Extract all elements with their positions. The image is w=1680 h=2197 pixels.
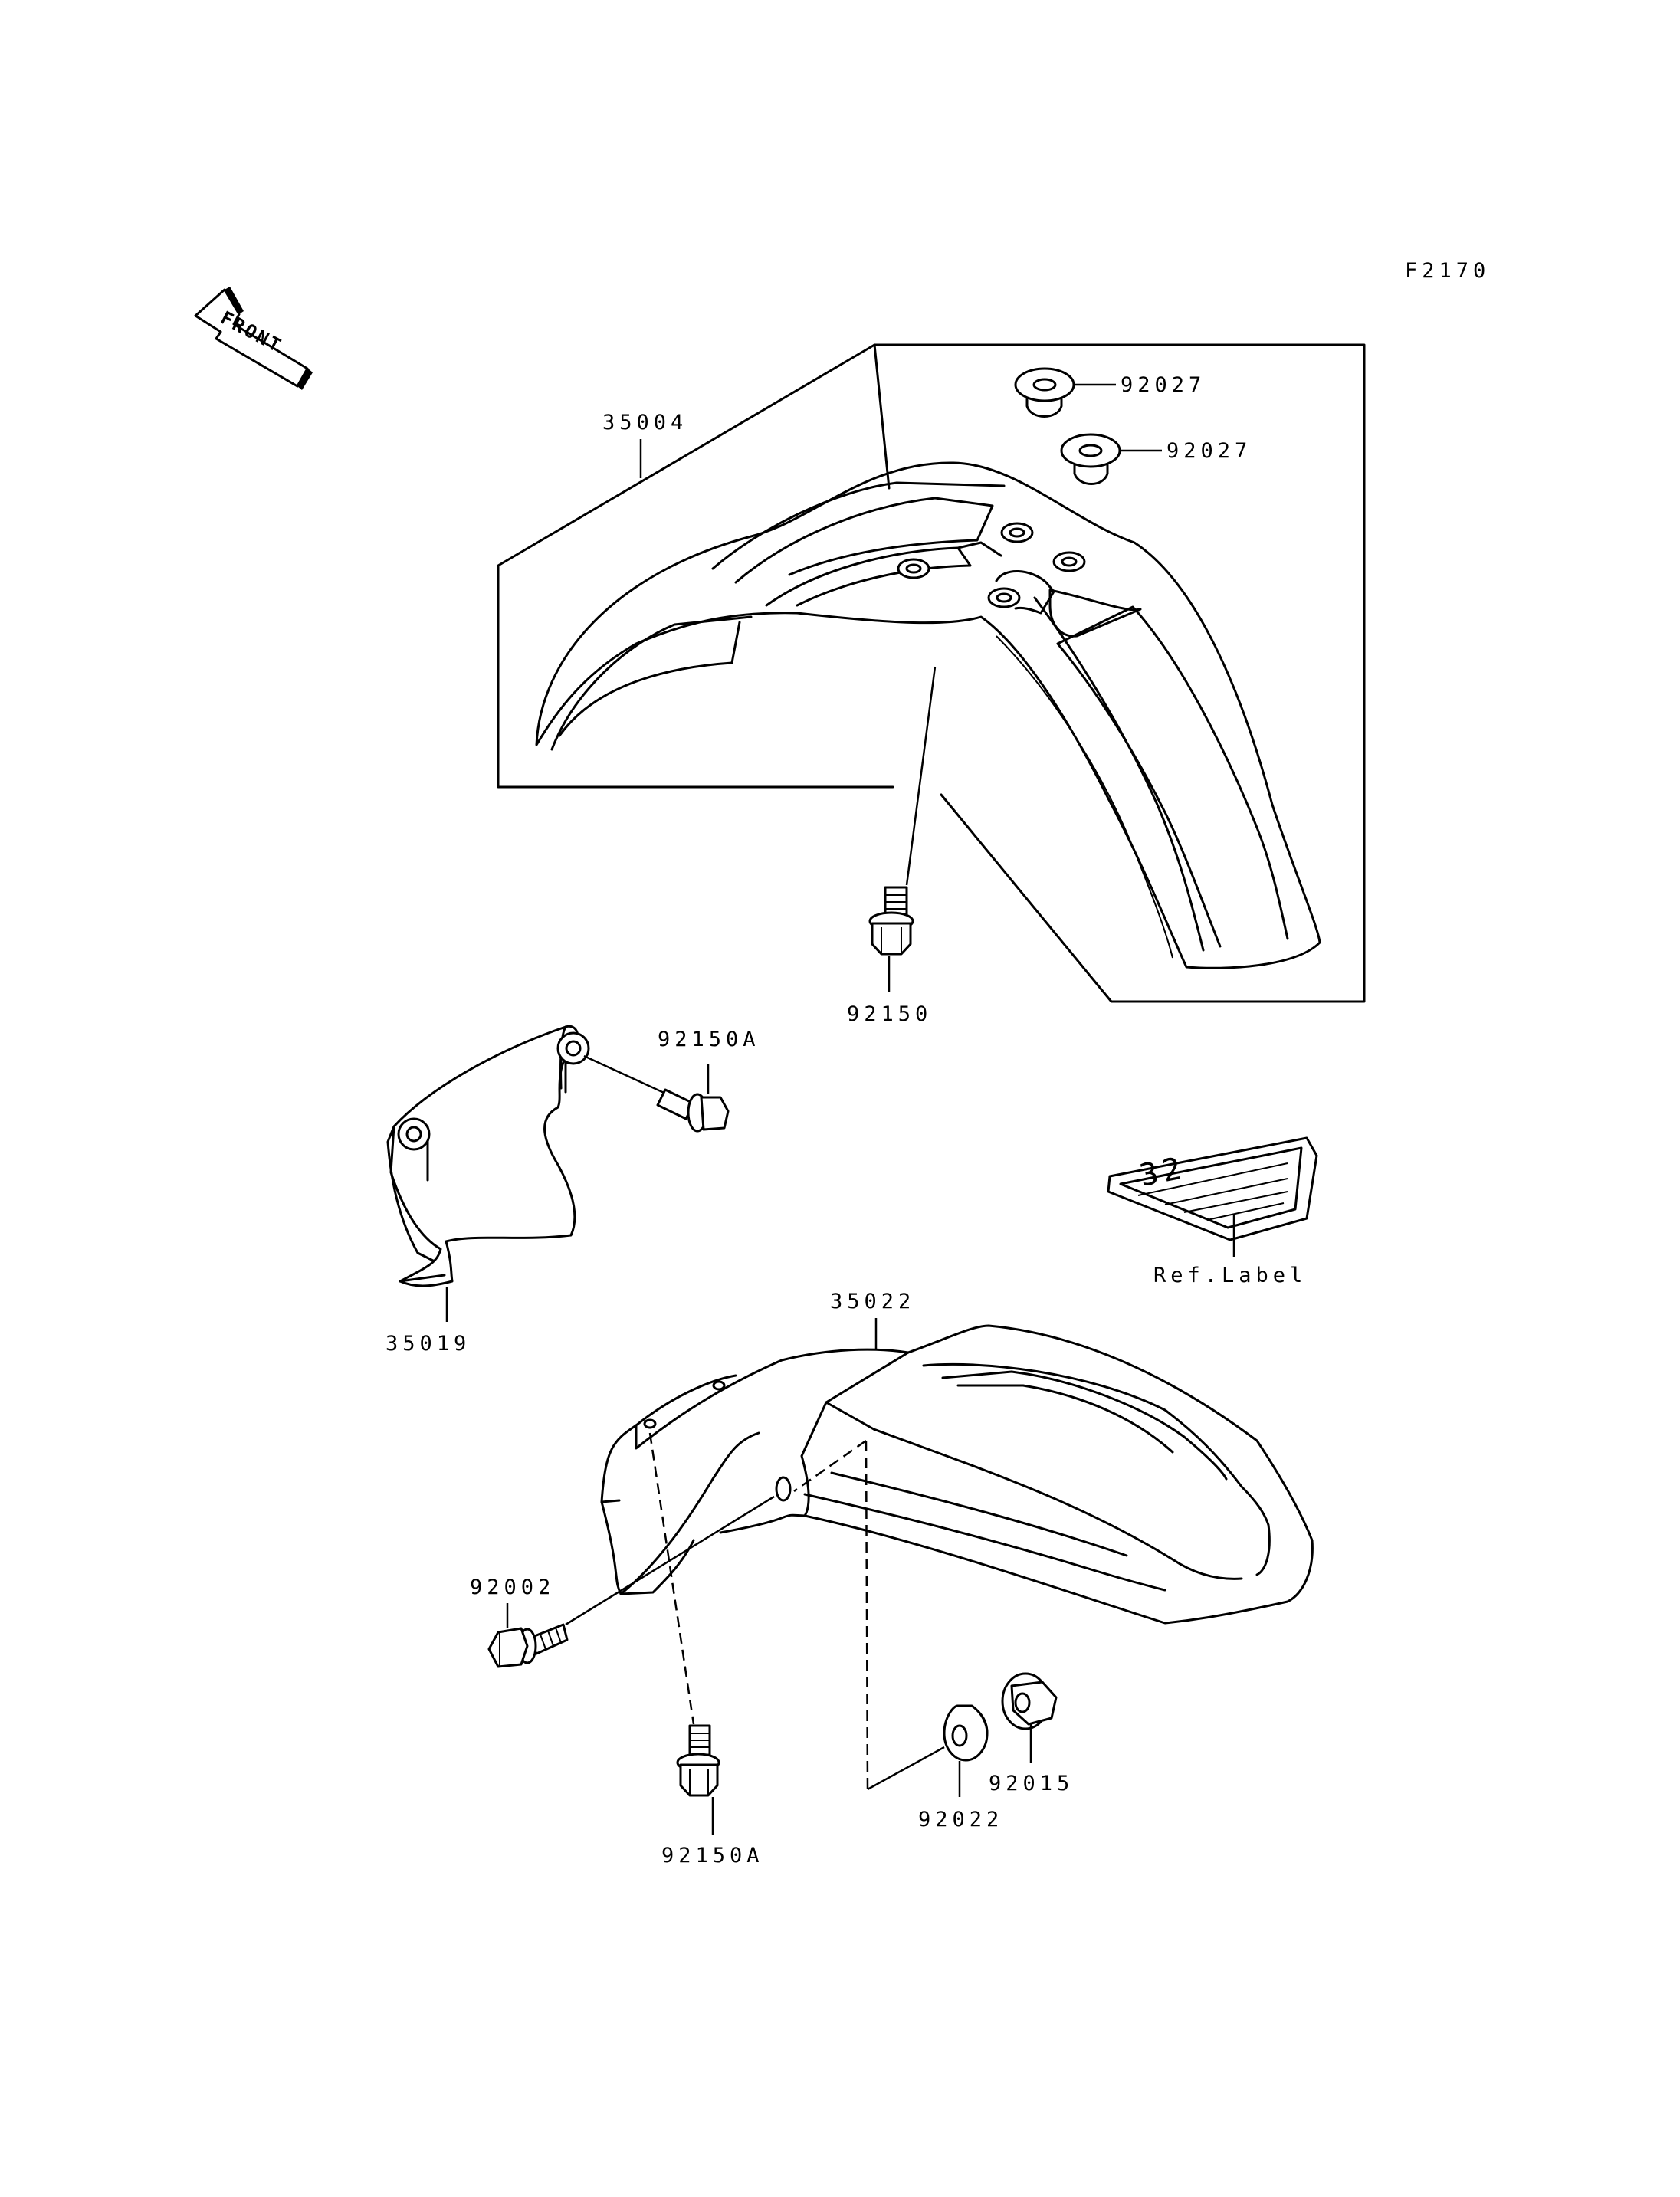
collar-icon bbox=[1001, 1672, 1058, 1763]
bolt-icon bbox=[676, 1724, 720, 1835]
label-35019: 35019 bbox=[386, 1332, 471, 1356]
front-arrow-icon: FRONT bbox=[194, 287, 313, 390]
label-92022: 92022 bbox=[918, 1808, 1003, 1831]
label-92027-top: 92027 bbox=[1121, 373, 1206, 397]
front-fender-holes bbox=[897, 522, 1086, 608]
guard bbox=[386, 1025, 590, 1322]
label-35004: 35004 bbox=[602, 411, 687, 434]
front-fender bbox=[497, 343, 1366, 1003]
label-92015: 92015 bbox=[989, 1772, 1074, 1795]
rear-fender bbox=[600, 1318, 1314, 1625]
grommet-icon bbox=[1014, 367, 1116, 418]
diagram-code: F2170 bbox=[1405, 259, 1490, 283]
ref-label-plate-text: 32 bbox=[1137, 1150, 1189, 1194]
bolt-icon bbox=[868, 666, 937, 992]
label-92150: 92150 bbox=[847, 1002, 932, 1026]
label-92150A-guard: 92150A bbox=[658, 1028, 760, 1051]
bolt-icon bbox=[583, 1054, 730, 1133]
label-ref-label: Ref.Label bbox=[1153, 1264, 1307, 1287]
label-35022: 35022 bbox=[830, 1290, 915, 1313]
grommet-icon bbox=[1060, 433, 1162, 485]
grommet-icon bbox=[943, 1704, 989, 1797]
label-92027-second: 92027 bbox=[1166, 439, 1252, 463]
bolt-icon bbox=[487, 1495, 775, 1668]
label-92150A-lower: 92150A bbox=[661, 1844, 764, 1867]
label-92002: 92002 bbox=[470, 1576, 555, 1599]
ref-label-plate: 32 bbox=[1107, 1136, 1318, 1257]
